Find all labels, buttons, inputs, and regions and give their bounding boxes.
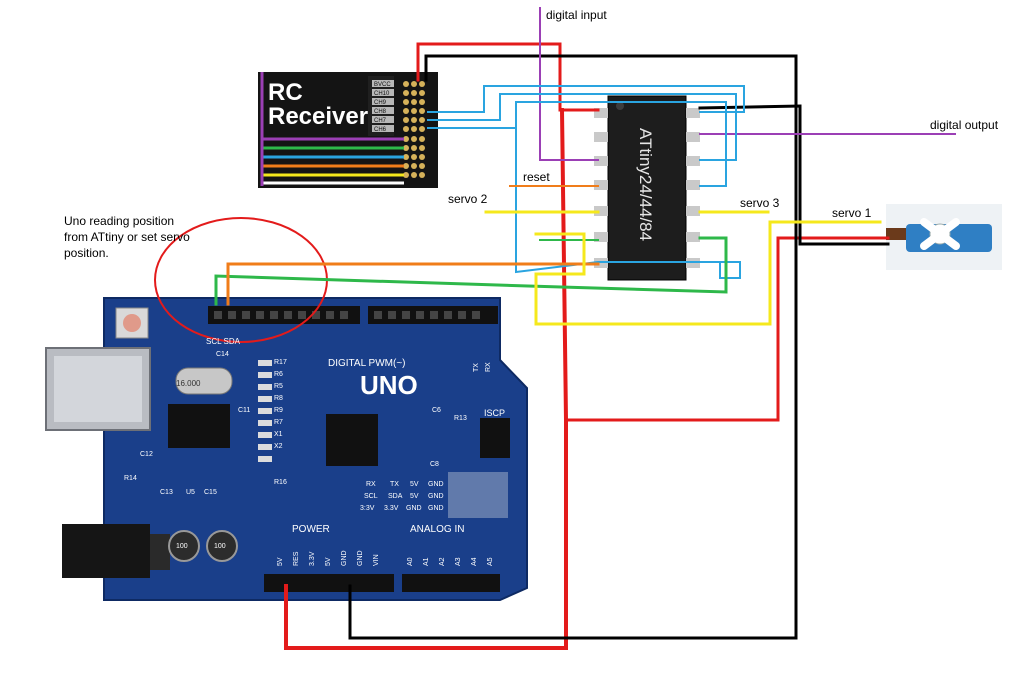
crystal-label: 16.000: [176, 379, 201, 388]
power-pin-labels: 5V RES 3.3V 5V GND GND VIN: [277, 550, 380, 566]
comp-c8: C8: [430, 461, 439, 468]
comp-c13: C13: [160, 489, 173, 496]
comp-c14: C14: [216, 351, 229, 358]
rb-gnd: GND: [428, 481, 444, 488]
rb-rx: RX: [366, 481, 376, 488]
rb-gnd-c: GND: [406, 505, 422, 512]
servo-motor: [886, 204, 1002, 270]
comp-r9: R9: [274, 407, 283, 414]
comp-r16: R16: [274, 479, 287, 486]
rc-receiver: [258, 72, 438, 188]
comp-x1: X1: [274, 431, 283, 438]
scl-sda-label: SCL SDA: [206, 337, 241, 346]
pin-a4: A4: [471, 557, 478, 566]
receiver-title-2: Receiver: [268, 103, 368, 130]
comp-c15: C15: [204, 489, 217, 496]
label-reset: reset: [523, 170, 550, 184]
pin-a5: A5: [487, 557, 494, 566]
crystal: [175, 367, 233, 395]
right-block-labels: RX TX 5V GND SCL SDA 5V GND 3:3V 3.3V GN…: [360, 481, 444, 512]
pin-label-ch6: CH6: [374, 127, 387, 133]
analog-in-label: ANALOG IN: [410, 524, 464, 535]
rb-tx: TX: [390, 481, 399, 488]
comp-c6: C6: [432, 407, 441, 414]
rb-gnd-b: GND: [428, 493, 444, 500]
comp-r13: R13: [454, 415, 467, 422]
pin-5v-b: 5V: [325, 557, 332, 566]
comp-u5: U5: [186, 489, 195, 496]
atmega-chip: [326, 414, 378, 466]
comp-x2: X2: [274, 443, 283, 450]
uno-logo: UNO: [360, 370, 418, 400]
capacitor-labels: 100 100: [176, 543, 226, 550]
power-label: POWER: [292, 524, 330, 535]
comp-r6: R6: [274, 371, 283, 378]
comp-r5: R5: [274, 383, 283, 390]
arduino-uno-board: [45, 297, 528, 601]
receiver-title-1: RC: [268, 79, 303, 106]
pin-vin: VIN: [373, 554, 380, 566]
pin-5v: 5V: [277, 557, 284, 566]
label-servo-2: servo 2: [448, 192, 488, 206]
icsp-label: ISCP: [484, 408, 505, 418]
usb-ic: [168, 404, 230, 448]
pin-gnd-b: GND: [357, 550, 364, 566]
cap-label-2: 100: [214, 543, 226, 550]
pin-3v3: 3.3V: [309, 551, 316, 566]
pin-label-bvcc: BVCC: [374, 82, 391, 88]
comp-c12: C12: [140, 451, 153, 458]
tx-rx-labels: TX RX: [473, 362, 492, 372]
dc-jack: [62, 524, 150, 578]
pin-label-ch7: CH7: [374, 118, 387, 124]
capacitor-1: [168, 530, 200, 562]
pin-a0: A0: [407, 557, 414, 566]
pin-a2: A2: [439, 557, 446, 566]
rb-5v: 5V: [410, 481, 419, 488]
rb-5v-b: 5V: [410, 493, 419, 500]
rb-3v3: 3:3V: [360, 505, 375, 512]
analog-pin-labels: A0 A1 A2 A3 A4 A5: [407, 557, 494, 566]
uno-note: Uno reading position from ATtiny or set …: [64, 214, 190, 260]
rb-sda: SDA: [388, 493, 403, 500]
chip-label: ATtiny24/44/84: [636, 128, 655, 241]
header-power: [264, 574, 394, 592]
pin-label-ch8: CH8: [374, 109, 387, 115]
label-servo-3: servo 3: [740, 196, 780, 210]
pin-label-ch9: CH9: [374, 100, 387, 106]
header-analog: [402, 574, 500, 592]
label-servo-1: servo 1: [832, 206, 872, 220]
pin-label-ch10: CH10: [374, 91, 390, 97]
rx-label: RX: [485, 362, 492, 372]
rb-scl: SCL: [364, 493, 378, 500]
digital-pwm-label: DIGITAL PWM(~): [328, 358, 406, 369]
comp-r14: R14: [124, 475, 137, 482]
tx-label: TX: [473, 363, 480, 372]
rb-gnd-d: GND: [428, 505, 444, 512]
comp-r7: R7: [274, 419, 283, 426]
pin-a1: A1: [423, 557, 430, 566]
receiver-pin-labels: BVCC CH10 CH9 CH8 CH7 CH6: [374, 82, 391, 133]
component-labels: R17 R6 R8 R9 R7 R13 C6 C11 C12 R14 C13 U…: [124, 351, 467, 496]
capacitor-2: [206, 530, 238, 562]
comp-c11: C11: [238, 407, 250, 414]
wires: [214, 7, 956, 650]
pin-gnd: GND: [341, 550, 348, 566]
label-digital-input: digital input: [546, 8, 607, 22]
comp-r17: R17: [274, 359, 287, 366]
comp-r8: R8: [274, 395, 283, 402]
cap-label-1: 100: [176, 543, 188, 550]
icsp-header: [480, 418, 510, 458]
pin-res: RES: [293, 551, 300, 566]
rb-3v3-b: 3.3V: [384, 505, 399, 512]
label-digital-output: digital output: [930, 118, 999, 132]
pin-a3: A3: [455, 557, 462, 566]
